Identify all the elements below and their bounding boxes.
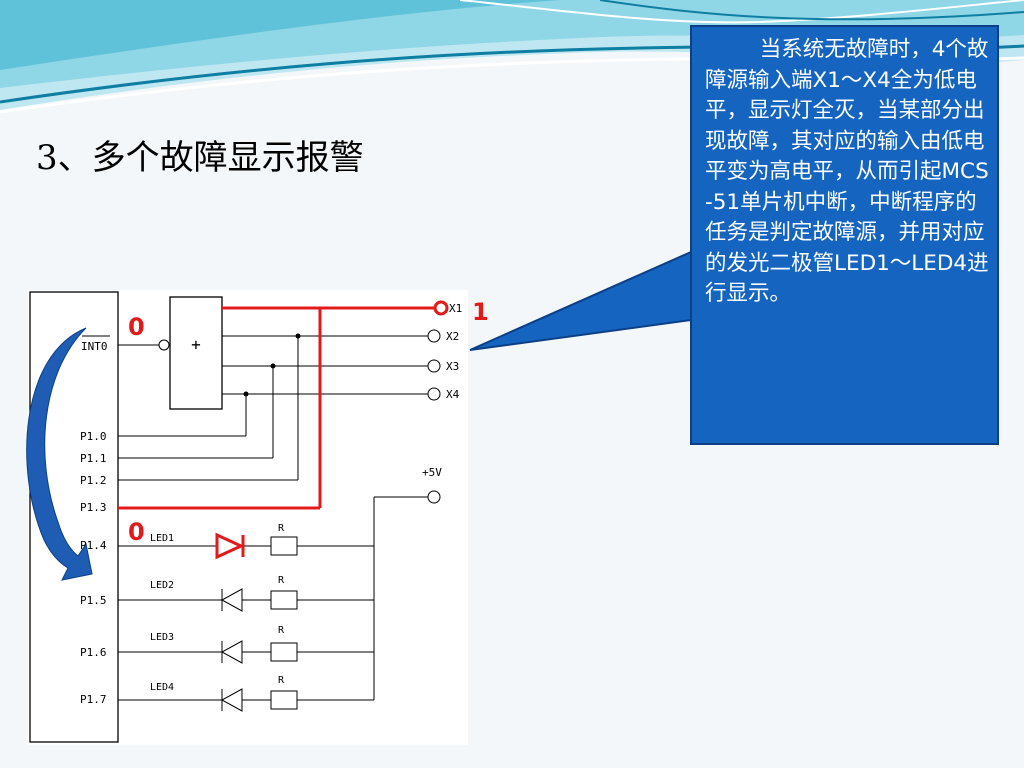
pin-label-p12: P1.2 — [80, 474, 107, 487]
pin-label-p15: P1.5 — [80, 594, 107, 607]
junction-dot-x3 — [270, 363, 276, 369]
led-label-3: LED3 — [150, 632, 174, 643]
or-gate-symbol: + — [191, 335, 201, 354]
x1-terminal-icon — [433, 300, 449, 316]
inverter-bubble-icon — [158, 339, 170, 351]
led-row-4: LED4 R — [118, 675, 374, 712]
led-row-3: LED3 R — [118, 625, 374, 664]
resistor-4 — [270, 690, 298, 710]
input-label-x1: X1 — [449, 302, 462, 315]
slide-title: 3、多个故障显示报警 — [36, 138, 364, 178]
led-label-4: LED4 — [150, 682, 174, 693]
pin-label-p17: P1.7 — [80, 693, 107, 706]
led-label-1: LED1 — [150, 533, 174, 544]
led1-diode-icon — [215, 532, 245, 560]
resistor-label-2: R — [278, 575, 285, 586]
resistor-label-1: R — [278, 523, 285, 534]
resistor-label-3: R — [278, 625, 285, 636]
pin-label-p10: P1.0 — [80, 430, 107, 443]
led-label-2: LED2 — [150, 580, 174, 591]
pin-label-p16: P1.6 — [80, 646, 107, 659]
supply-label-5v: +5V — [422, 466, 442, 479]
pin-label-p13: P1.3 — [80, 501, 107, 514]
led-row-1: LED1 R — [118, 523, 374, 560]
led-row-2: LED2 R — [118, 575, 374, 612]
pin-label-p11: P1.1 — [80, 452, 107, 465]
callout-pointer — [469, 250, 692, 351]
input-label-x2: X2 — [446, 330, 459, 343]
state-label-int0-low: 0 — [128, 313, 145, 341]
resistor-2 — [270, 590, 298, 610]
x3-terminal-icon — [427, 359, 441, 373]
or-gate — [169, 296, 223, 410]
pin-label-p14: P1.4 — [80, 539, 107, 552]
state-label-x1-high: 1 — [472, 298, 489, 326]
state-label-led1-low: 0 — [128, 518, 145, 546]
callout-box: 当系统无故障时，4个故障源输入端X1～X4全为低电平，显示灯全灭，当某部分出现故… — [690, 25, 999, 445]
input-label-x4: X4 — [446, 388, 460, 401]
junction-dot-x2 — [295, 333, 301, 339]
callout-text: 当系统无故障时，4个故障源输入端X1～X4全为低电平，显示灯全灭，当某部分出现故… — [705, 37, 989, 306]
x2-terminal-icon — [427, 329, 441, 343]
resistor-3 — [270, 642, 298, 662]
x4-terminal-icon — [427, 387, 441, 401]
blue-curved-arrow-icon — [26, 327, 93, 581]
resistor-1 — [270, 536, 298, 556]
junction-dot-x4 — [243, 391, 249, 397]
pin-label-int0: INT0 — [81, 340, 108, 353]
input-label-x3: X3 — [446, 360, 459, 373]
supply-terminal-icon — [427, 490, 441, 504]
resistor-label-4: R — [278, 675, 285, 686]
